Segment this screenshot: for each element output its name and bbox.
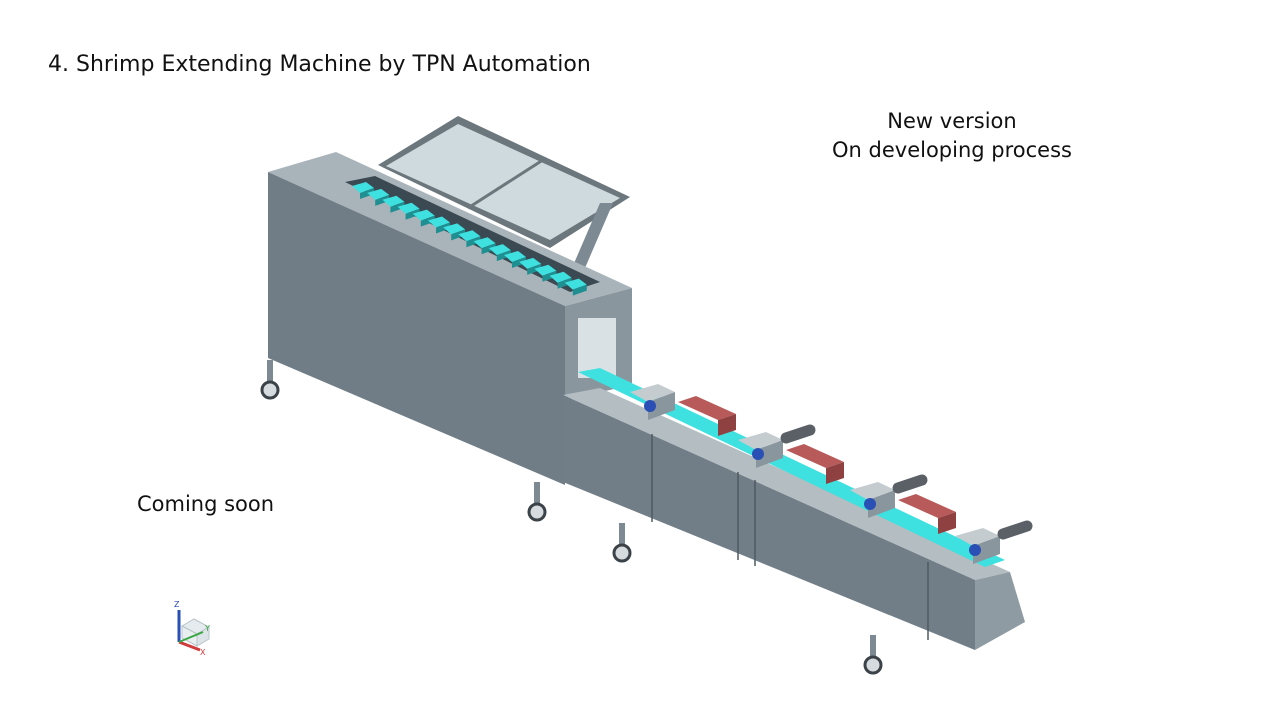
feeder-module-side xyxy=(466,236,481,248)
station-housing xyxy=(955,528,1000,546)
feeder-module xyxy=(443,223,466,235)
conveyor-base xyxy=(563,368,1025,650)
feeder-module xyxy=(367,188,390,200)
cutter-block xyxy=(786,444,844,468)
cutter-block-side xyxy=(938,512,956,534)
feeder-module-side xyxy=(542,270,557,282)
feeder-module-side xyxy=(527,263,542,275)
station-housing-side xyxy=(973,536,1000,564)
feeder-module xyxy=(504,251,526,262)
caster-wheel xyxy=(260,380,280,400)
cutter-block xyxy=(898,494,956,518)
motor xyxy=(644,400,656,412)
station-housing xyxy=(850,482,895,500)
feeder-module-side xyxy=(496,250,511,262)
slide-title: 4. Shrimp Extending Machine by TPN Autom… xyxy=(48,52,591,77)
feeder-module xyxy=(428,216,450,228)
axis-x-label: X xyxy=(200,648,206,657)
axes-widget xyxy=(177,610,211,652)
cylinder xyxy=(780,424,816,444)
caster-leg xyxy=(267,360,273,382)
motor xyxy=(752,448,764,460)
feeder-module xyxy=(534,264,557,276)
feeder-module xyxy=(564,278,587,290)
feeder-module xyxy=(397,202,420,214)
feeder-module xyxy=(473,237,496,249)
feeder-module xyxy=(352,182,374,193)
cutter-block xyxy=(678,396,736,420)
feeder-module-side xyxy=(481,243,496,255)
feeder-module xyxy=(549,271,572,283)
feeder-module-side xyxy=(512,257,526,268)
feeder-module-side xyxy=(557,277,572,289)
coming-soon-label: Coming soon xyxy=(137,492,275,516)
cutter-block-side xyxy=(718,414,736,436)
feeder-module-side xyxy=(405,208,420,220)
station-housing-side xyxy=(868,490,895,518)
station-housing-side xyxy=(648,392,675,420)
station-housing xyxy=(630,384,675,402)
axis-z-label: Z xyxy=(174,600,180,609)
feeder-module xyxy=(458,230,481,242)
note-new-version: New version xyxy=(887,109,1017,133)
cutter-stations xyxy=(630,384,1033,564)
caster-wheel xyxy=(527,502,547,522)
caster-wheel xyxy=(612,543,632,563)
cutter-block-side xyxy=(826,462,844,484)
feeder-module-side xyxy=(420,215,435,227)
motor xyxy=(864,498,876,510)
hopper-tray xyxy=(378,116,630,268)
version-note: New version On developing process xyxy=(822,107,1082,165)
axis-y-label: Y xyxy=(205,624,210,633)
feeder-modules xyxy=(352,182,587,296)
feeder-module-side xyxy=(360,188,374,199)
feeder-module xyxy=(488,244,511,256)
caster-leg xyxy=(619,523,625,545)
feeder-module xyxy=(519,257,542,269)
station-housing-side xyxy=(756,440,783,468)
cylinder xyxy=(997,520,1033,540)
feeder-module xyxy=(412,209,435,221)
caster-leg xyxy=(534,482,540,504)
cylinder xyxy=(892,474,928,494)
casters xyxy=(260,360,883,675)
feeder-module-side xyxy=(375,194,390,206)
caster-wheel xyxy=(863,655,883,675)
caster-leg xyxy=(870,635,876,657)
feeder-module-side xyxy=(390,201,405,213)
station-housing xyxy=(738,432,783,450)
feeder-module-side xyxy=(451,229,466,241)
feeder-module-side xyxy=(572,284,587,296)
feeder-module-side xyxy=(436,222,450,234)
feeder-module xyxy=(382,195,405,207)
motor xyxy=(969,544,981,556)
note-developing: On developing process xyxy=(832,138,1072,162)
